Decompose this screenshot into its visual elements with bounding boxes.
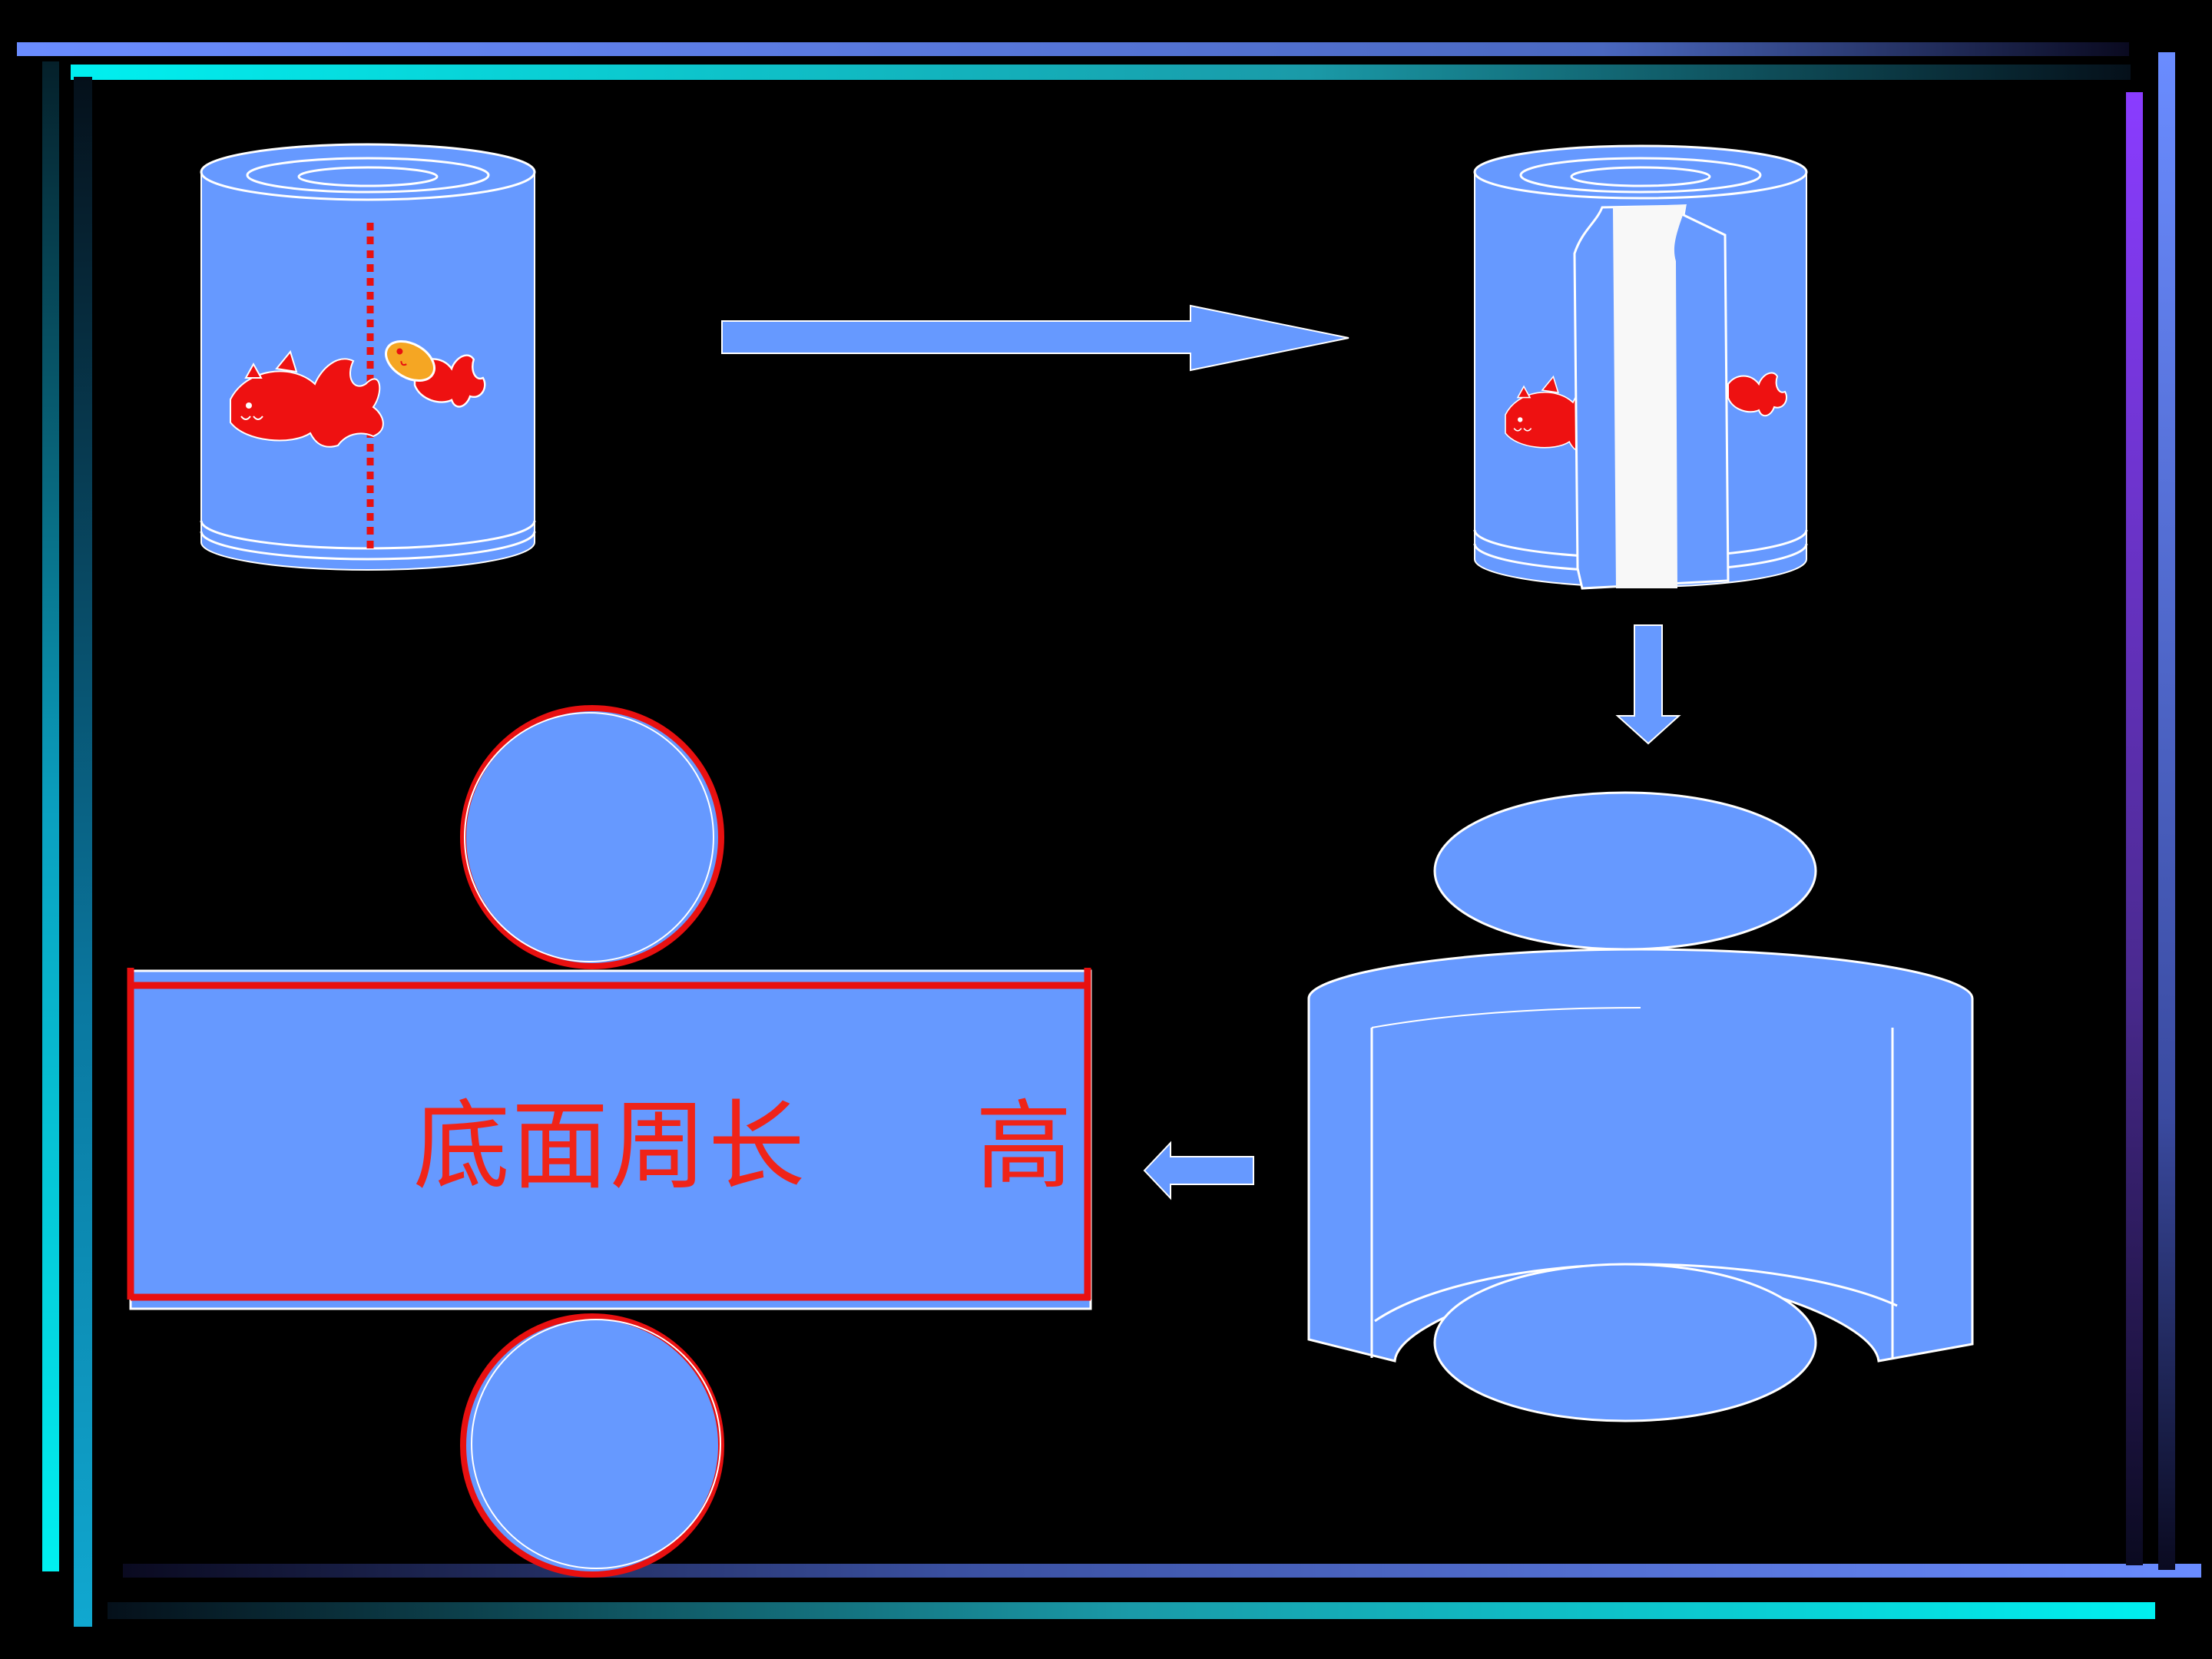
cylinder-can [200,143,536,571]
net-rectangle [129,969,1092,1310]
net-top-circle [460,705,724,969]
can-gap [1613,204,1687,588]
goldfish-icon [385,339,435,382]
arrow-down-icon [1615,624,1681,745]
bottom-base-circle [1433,1263,1817,1422]
arrow-right-icon [721,304,1349,372]
top-base-circle [1433,791,1817,951]
cylinder-can-peeled [1473,144,1808,590]
cylinder-net [127,705,1092,1578]
circumference-label: 底面周长 [413,1090,806,1203]
arrow-left-icon [1143,1141,1254,1200]
height-label: 高 [975,1090,1072,1203]
decorative-frame [17,42,2201,1627]
opened-cylinder [1307,791,1974,1422]
net-bottom-circle [460,1313,724,1578]
